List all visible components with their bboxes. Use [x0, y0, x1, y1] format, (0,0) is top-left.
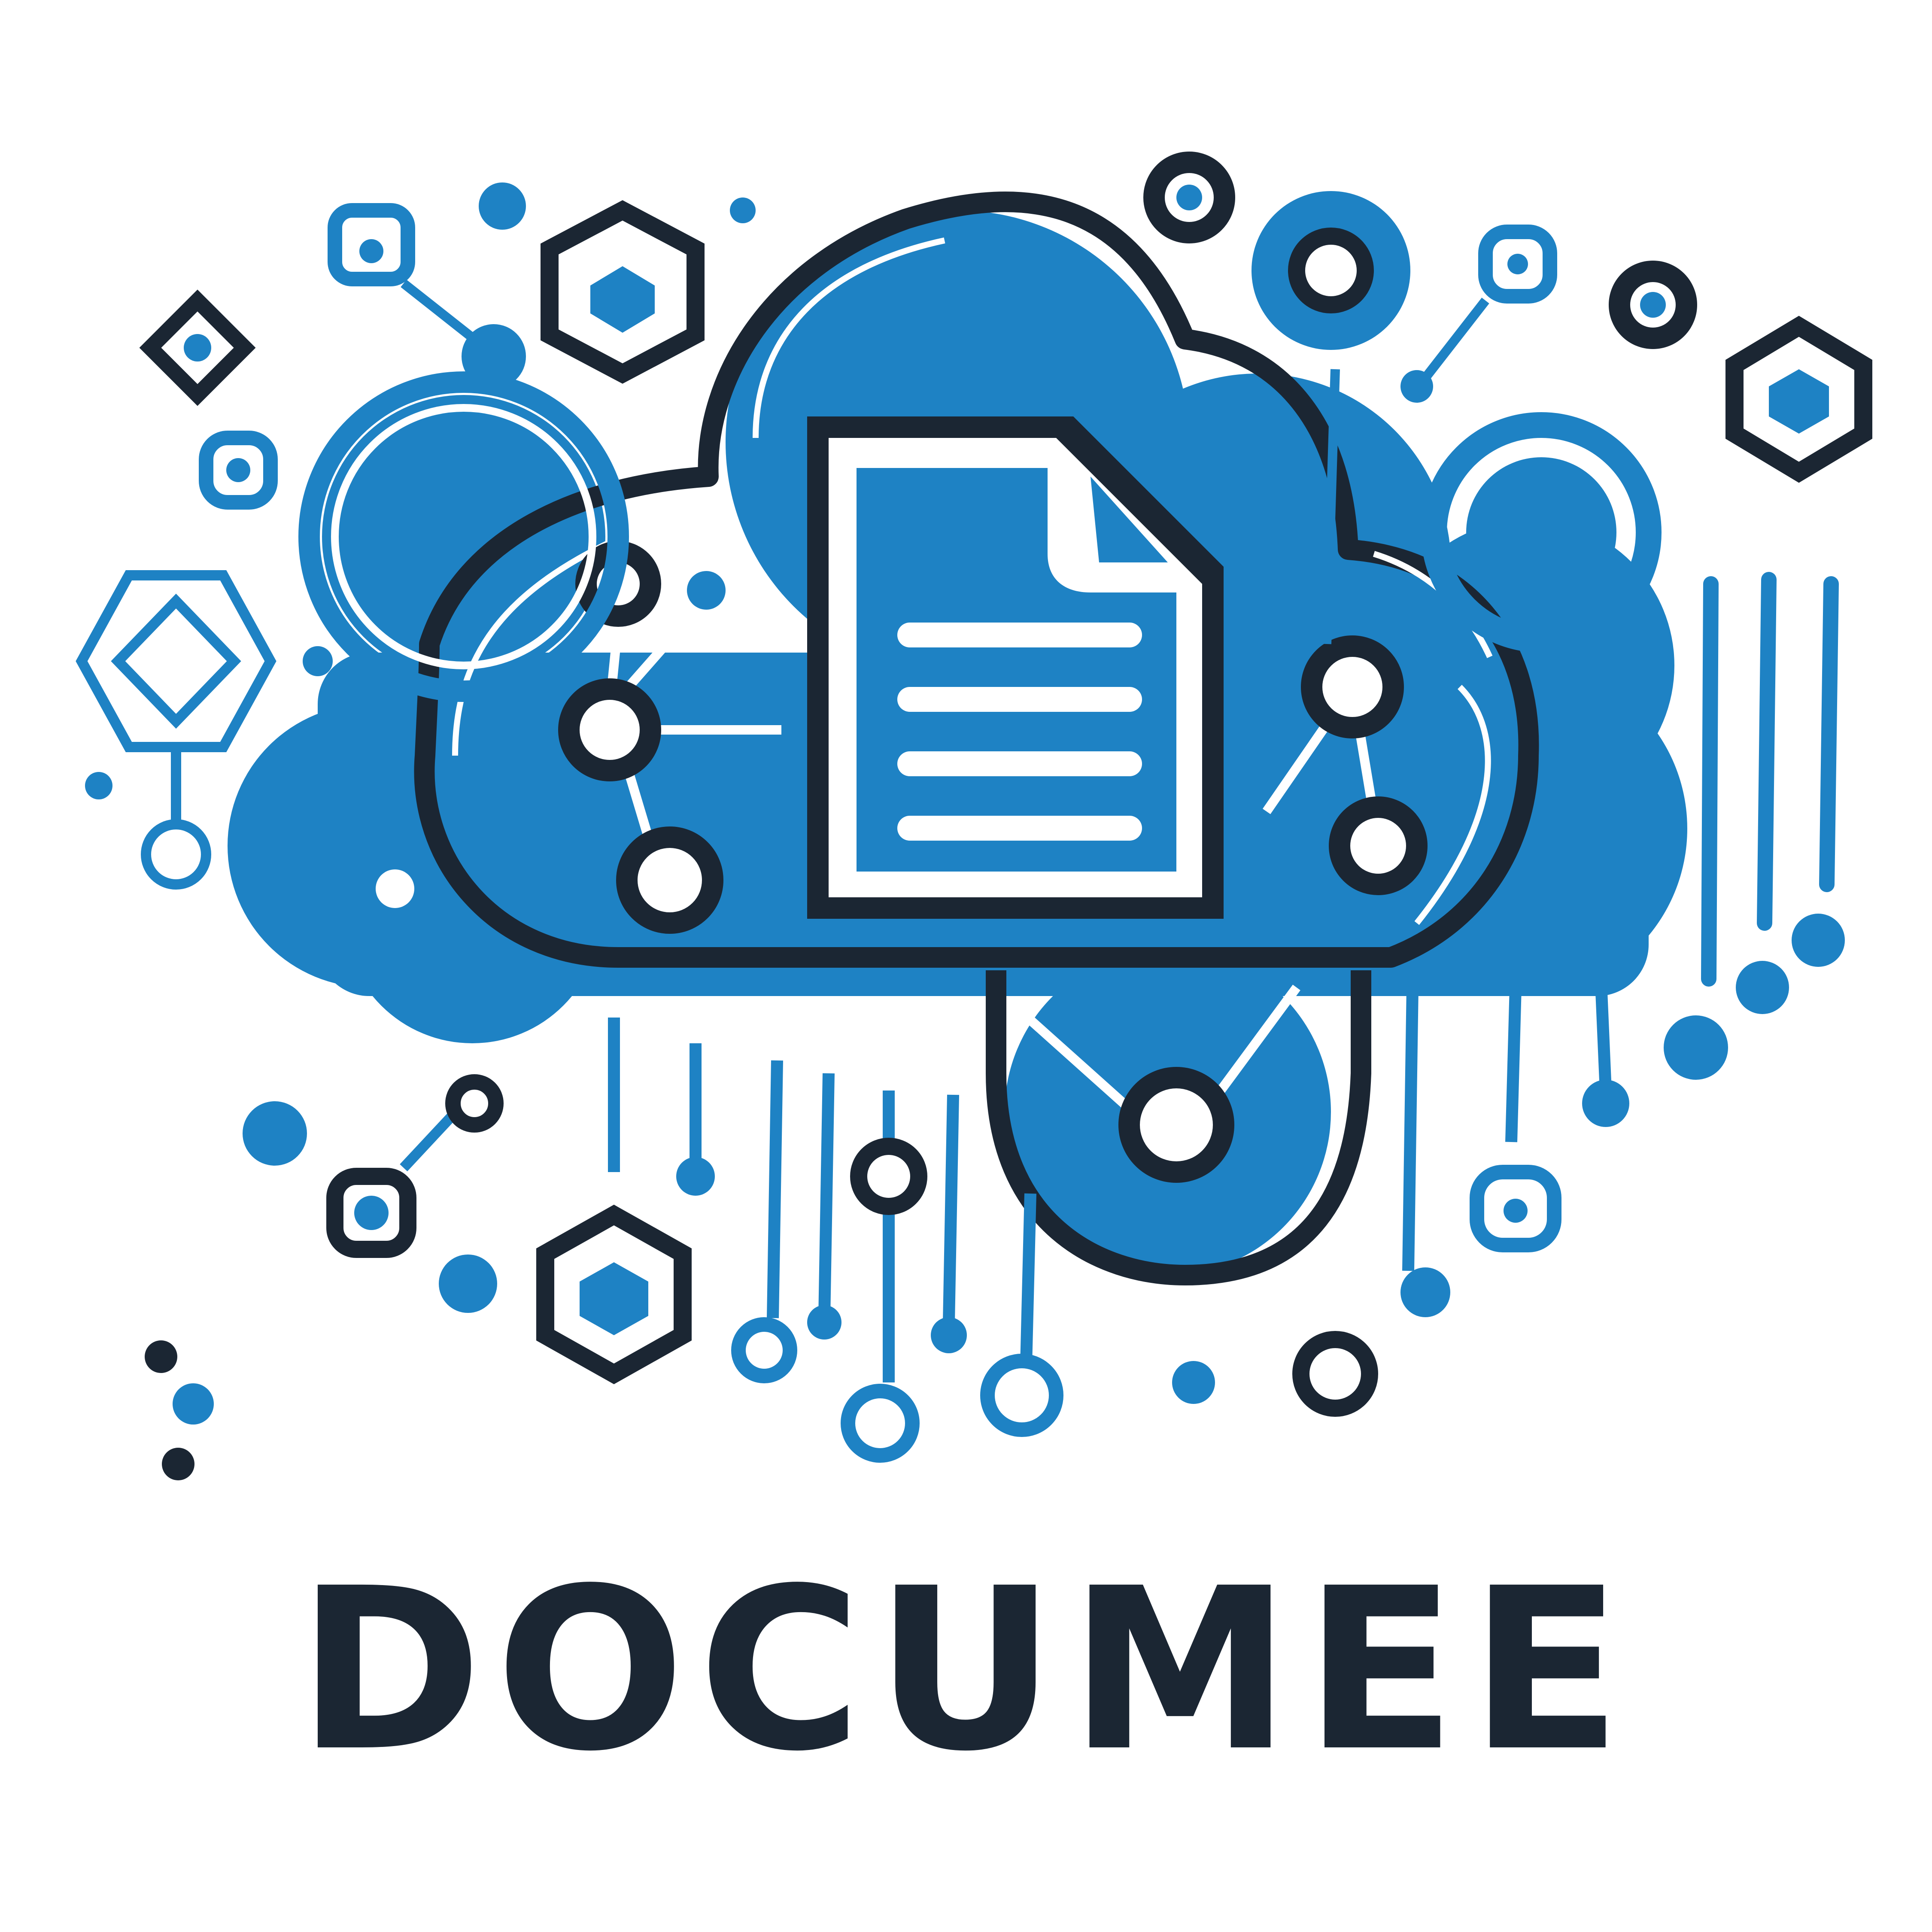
network-node-icon	[558, 152, 1697, 1183]
diamond-icon	[139, 289, 256, 406]
document-text-lines	[897, 623, 1142, 841]
network-node-icon	[1252, 191, 1410, 350]
circuit-line-icon	[608, 987, 1612, 1382]
node-square-icon	[326, 1074, 504, 1258]
orbit-ring-icon	[1421, 412, 1662, 653]
hexagon-icon	[76, 570, 276, 890]
document-icon	[807, 416, 1224, 919]
small-blue-dots	[687, 185, 1666, 610]
circuit-line-icon	[1701, 572, 1839, 987]
hexagon-icon	[536, 200, 1872, 1385]
orbit-ring-icon	[298, 371, 629, 702]
brand-wordmark: DOCUMEE	[297, 1540, 1635, 1800]
network-node-icon	[850, 1138, 1378, 1417]
network-node-icon	[731, 1317, 1063, 1463]
node-square-icon	[226, 239, 1528, 1223]
small-dots-cluster	[145, 1340, 210, 1480]
small-blue-dots	[85, 182, 1433, 799]
small-blue-dots	[676, 1080, 1629, 1404]
node-square-icon	[199, 203, 1561, 1252]
